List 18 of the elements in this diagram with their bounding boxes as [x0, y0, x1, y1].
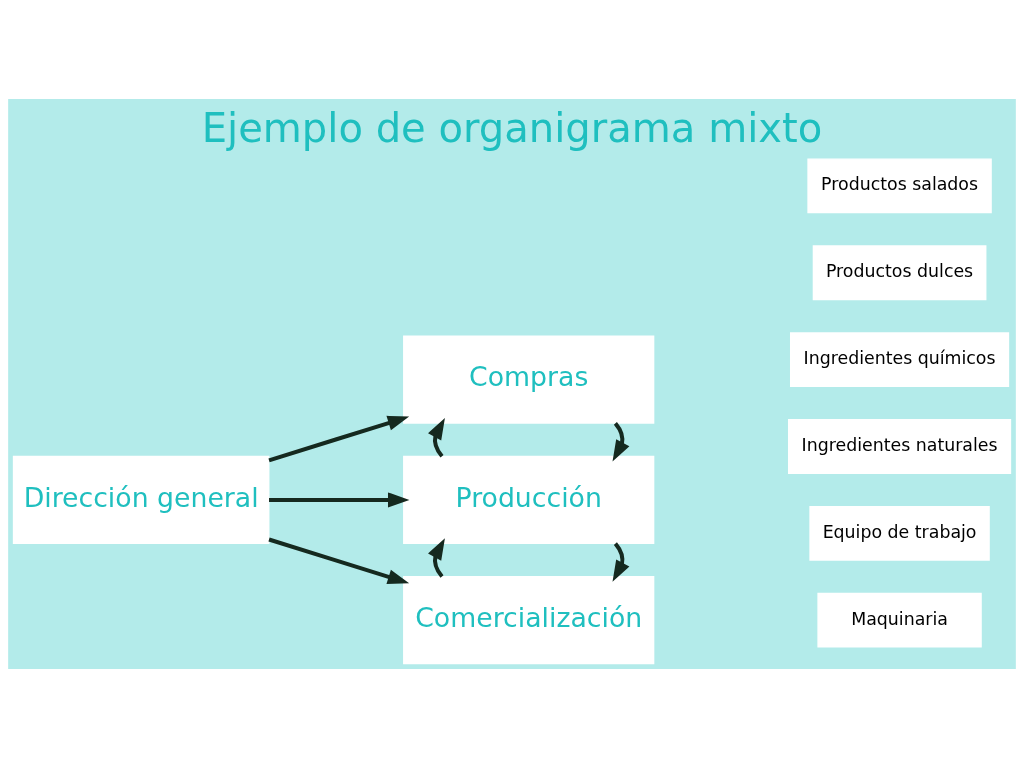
node-box: Dirección general [12, 455, 270, 545]
arrow [612, 542, 630, 582]
arrow [269, 492, 410, 508]
node-box: Compras [403, 335, 655, 424]
arrow [612, 422, 630, 462]
node-box: Ingredientes químicos [790, 332, 1010, 387]
node-box: Ingredientes naturales [788, 419, 1012, 474]
node-box: Producción [403, 455, 655, 545]
arrow [268, 415, 410, 463]
diagram-title: Ejemplo de organigrama mixto [201, 104, 823, 151]
node-box: Productos dulces [812, 245, 987, 301]
node-box: Equipo de trabajo [809, 505, 990, 561]
arrow [268, 537, 410, 585]
node-box: Comercialización [403, 576, 655, 665]
node-box: Productos salados [807, 158, 992, 214]
arrow [428, 538, 445, 578]
node-box: Maquinaria [817, 592, 982, 648]
arrow [428, 418, 445, 458]
